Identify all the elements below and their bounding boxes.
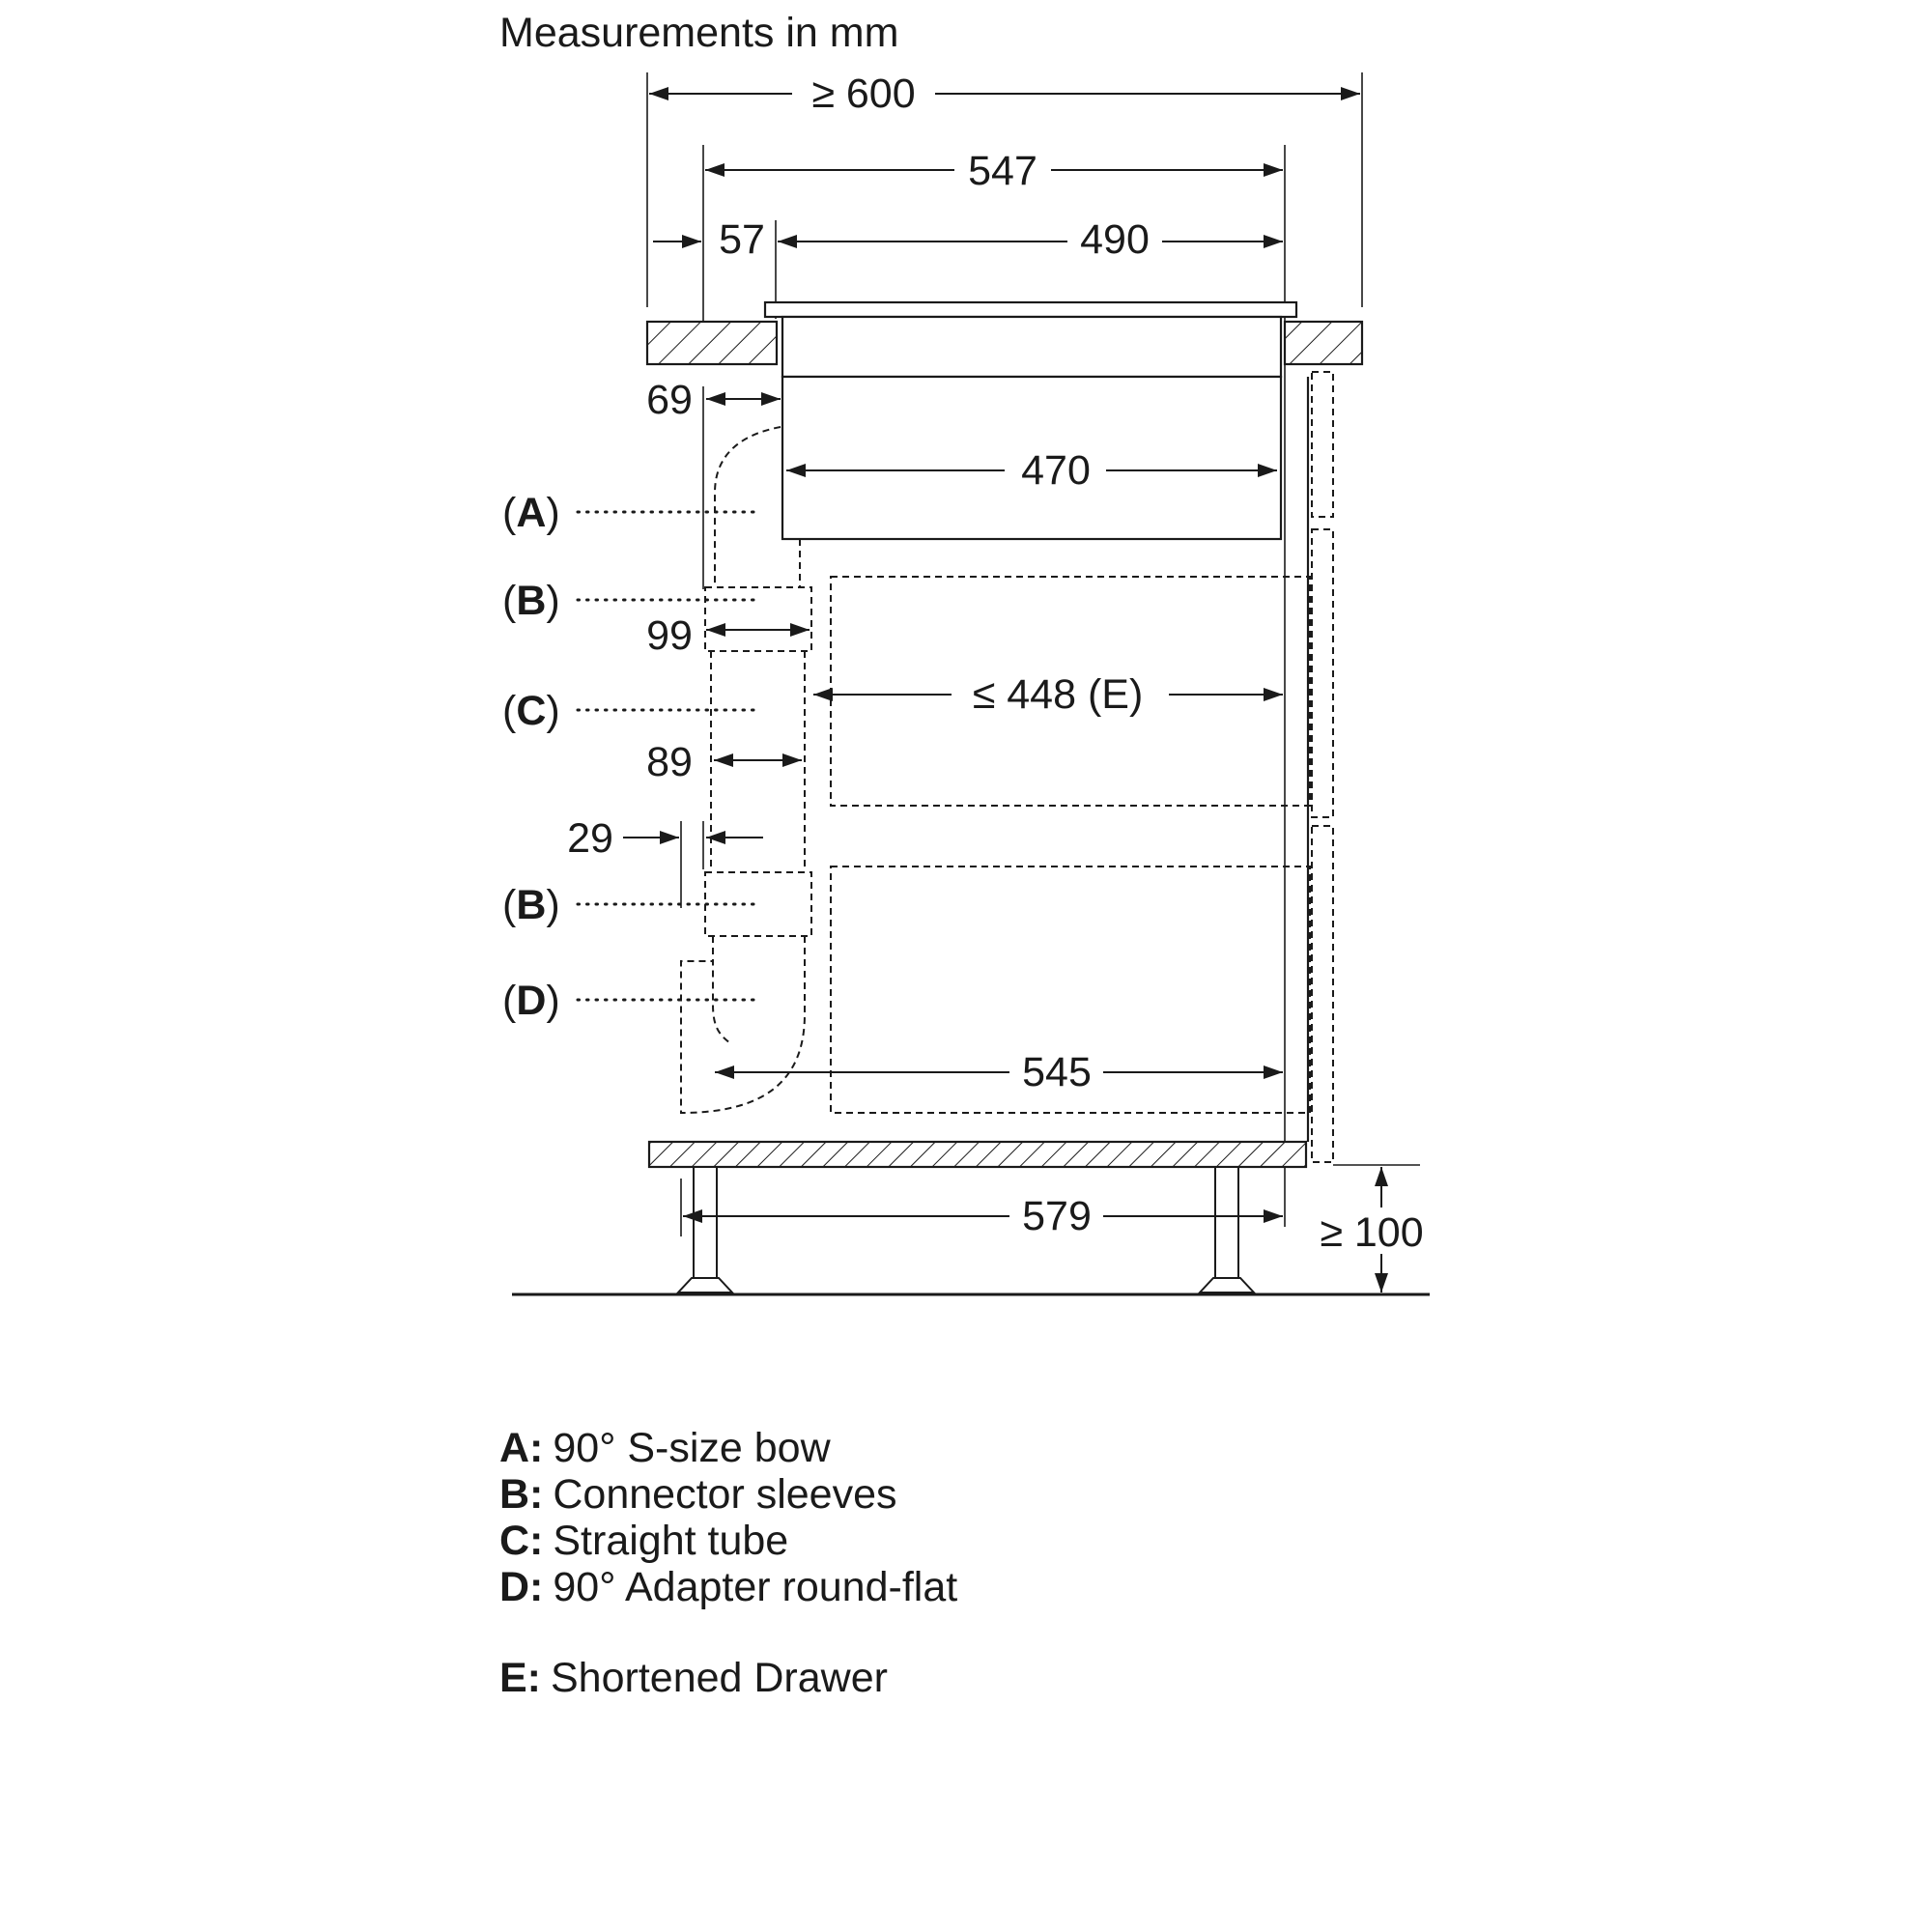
dimension-sleeve-width-label: 99: [646, 612, 693, 659]
duct-routing: [680, 426, 812, 1115]
dimension-gap: 29: [567, 815, 763, 862]
worktop-left: [645, 320, 779, 366]
svg-text:(A): (A): [502, 490, 560, 536]
legend-item-b: B:Connector sleeves: [499, 1471, 897, 1518]
dimension-offset-left: 57: [653, 216, 765, 263]
worktop-right: [1283, 320, 1364, 366]
svg-text:(B): (B): [502, 578, 560, 624]
dimension-lower-width: 545: [715, 1049, 1283, 1095]
callout-a: (A): [502, 490, 755, 536]
dimension-unit-offset: 69: [646, 377, 781, 423]
hob-body: [781, 315, 1283, 379]
svg-text:(B): (B): [502, 882, 560, 928]
dimension-hob-width-label: 547: [968, 148, 1037, 194]
hob-glass: [763, 300, 1298, 319]
dimension-plinth-height-label: ≥ 100: [1320, 1209, 1423, 1256]
dimension-cutout-width: 490: [778, 216, 1283, 263]
rear-rail-upper: [1311, 371, 1334, 518]
dimension-hob-width: 547: [705, 148, 1283, 194]
callout-d: (D): [502, 978, 755, 1024]
dimension-base-width-label: 579: [1022, 1193, 1092, 1239]
dimension-lower-width-label: 545: [1022, 1049, 1092, 1095]
dimension-unit-width: 470: [786, 447, 1277, 494]
legend: A:90° S-size bow B:Connector sleeves C:S…: [499, 1425, 957, 1701]
callout-b-lower: (B): [502, 882, 755, 928]
dimension-drawer-width-label: ≤ 448 (E): [973, 671, 1144, 718]
lower-drawer: [830, 866, 1311, 1114]
dimension-top-width-label: ≥ 600: [811, 71, 915, 117]
svg-text:(C): (C): [502, 688, 560, 734]
dimension-offset-left-label: 57: [719, 216, 765, 263]
rear-rail-lower: [1311, 825, 1334, 1163]
dimension-cutout-width-label: 490: [1080, 216, 1150, 263]
svg-text:(D): (D): [502, 978, 560, 1024]
dimension-unit-width-label: 470: [1021, 447, 1091, 494]
callout-c: (C): [502, 688, 755, 734]
dimension-sleeve-width: 99: [646, 612, 810, 659]
dimension-top-width: ≥ 600: [649, 71, 1360, 117]
dimension-tube-width-label: 89: [646, 739, 693, 785]
diagram-title: Measurements in mm: [499, 10, 898, 56]
legend-item-e: E:Shortened Drawer: [499, 1655, 888, 1701]
dimension-gap-label: 29: [567, 815, 613, 862]
base-shelf: [647, 1140, 1308, 1169]
callout-b-upper: (B): [502, 578, 755, 624]
dimension-base-width: 579: [683, 1193, 1283, 1239]
left-leg: [675, 1166, 735, 1293]
dimension-plinth-height: ≥ 100: [1320, 1164, 1424, 1293]
dimension-tube-width: 89: [646, 739, 802, 785]
right-leg: [1197, 1166, 1257, 1293]
dimension-unit-offset-label: 69: [646, 377, 693, 423]
legend-item-d: D:90° Adapter round-flat: [499, 1564, 957, 1610]
extractor-unit: [781, 375, 1283, 541]
legend-item-a: A:90° S-size bow: [499, 1425, 832, 1471]
legend-item-c: C:Straight tube: [499, 1518, 788, 1564]
dimension-drawer-width: ≤ 448 (E): [813, 671, 1283, 718]
rear-rail-middle: [1311, 528, 1334, 818]
